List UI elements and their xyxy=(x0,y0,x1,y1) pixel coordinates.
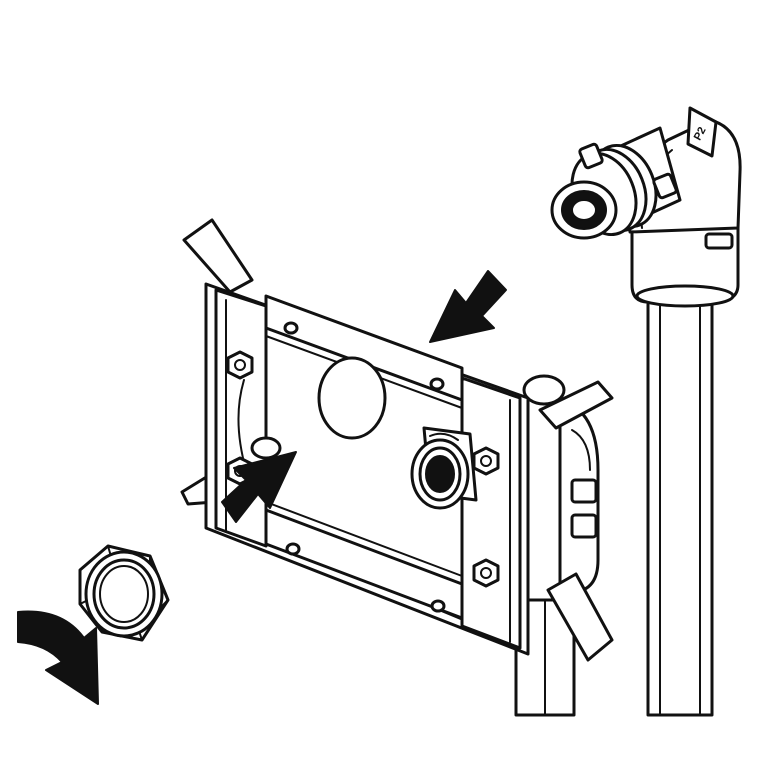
mounting-bracket xyxy=(180,218,614,662)
threaded-outlet xyxy=(410,426,478,510)
push-arrow-upper xyxy=(429,270,507,343)
rear-fitting xyxy=(522,374,600,594)
hex-screw-icon xyxy=(472,558,500,588)
marking-tab xyxy=(686,106,718,158)
hex-screw-icon xyxy=(472,446,500,476)
rotate-arrow xyxy=(17,610,99,705)
hex-nut-icon xyxy=(78,544,170,642)
pipe-main xyxy=(646,298,714,717)
pipe-marking-label: P2 xyxy=(692,125,709,143)
bracket-tab-top-left xyxy=(182,218,254,294)
elbow-slot-icon xyxy=(704,232,734,250)
center-hole xyxy=(317,356,387,440)
lock-nut xyxy=(78,544,170,642)
hex-screw-icon xyxy=(226,350,254,380)
push-arrow-lower xyxy=(221,451,297,523)
elbow-fitting: P2 xyxy=(550,106,742,308)
bracket-tab-top-right xyxy=(538,380,614,430)
bracket-tab-bottom-right xyxy=(546,572,614,662)
